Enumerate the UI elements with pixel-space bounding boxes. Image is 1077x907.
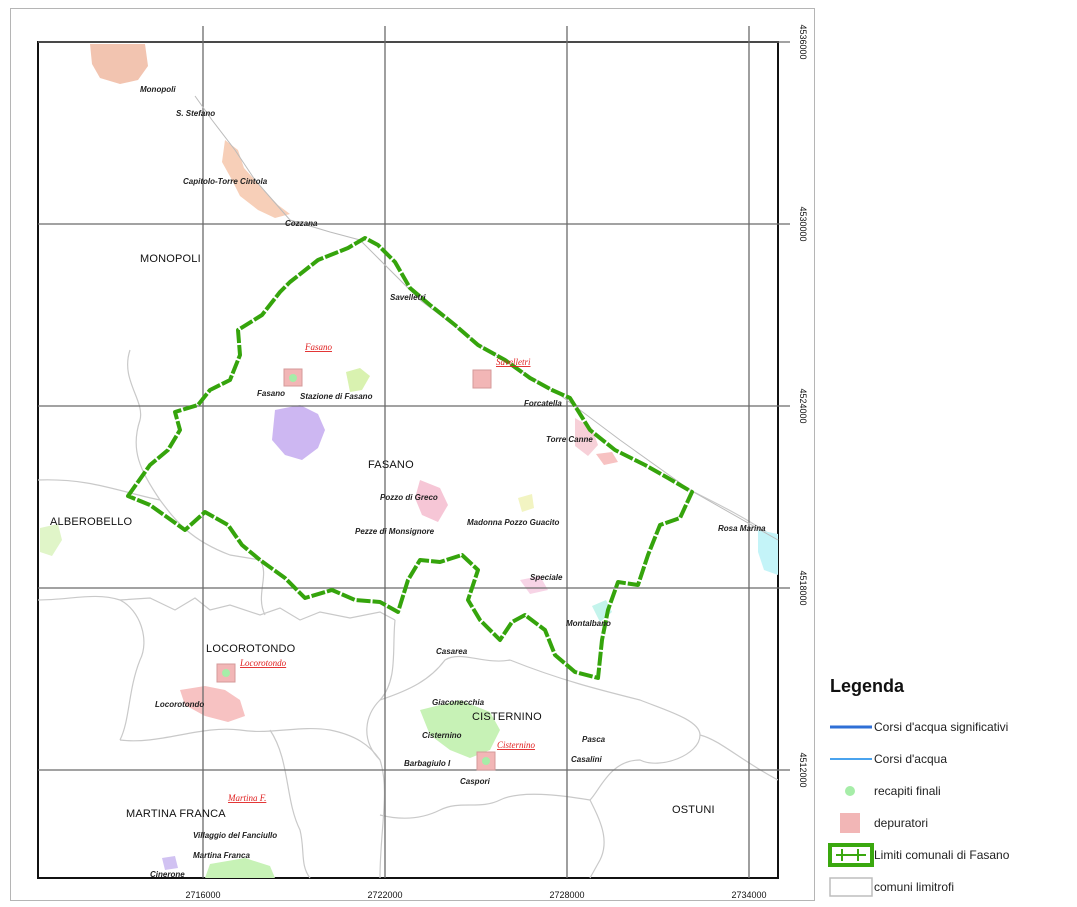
place-label: Villaggio del Fanciullo	[193, 831, 277, 840]
river-line-icon	[828, 747, 874, 771]
depuratore-savelletri	[472, 369, 492, 389]
place-label: Stazione di Fasano	[300, 392, 373, 401]
plant-label: Locorotondo	[239, 658, 287, 668]
legend: Legenda Corsi d'acqua significativi Cors…	[828, 676, 1073, 903]
municipality-labels: MONOPOLI FASANO ALBEROBELLO LOCOROTONDO …	[50, 253, 715, 820]
place-label: Capitolo-Torre Cintola	[183, 177, 268, 186]
legend-label: recapiti finali	[874, 784, 941, 798]
pink-square-icon	[828, 811, 874, 835]
legend-label: Limiti comunali di Fasano	[874, 848, 1010, 862]
river-major-line-icon	[828, 715, 874, 739]
y-tick-label: 4512000	[798, 752, 808, 787]
recapito-locorotondo	[222, 669, 230, 677]
map-frame	[10, 8, 815, 901]
x-tick-label: 2722000	[367, 890, 402, 900]
x-tick-label: 2734000	[731, 890, 766, 900]
place-label: Cisternino	[422, 731, 462, 740]
x-tick-label: 2728000	[549, 890, 584, 900]
municipality-label: CISTERNINO	[472, 711, 542, 723]
place-label: Fasano	[257, 389, 285, 398]
y-tick-label: 4518000	[798, 570, 808, 605]
place-label: Savelletri	[390, 293, 426, 302]
place-labels: Monopoli S. Stefano Capitolo-Torre Cinto…	[140, 85, 766, 879]
place-label: Caspori	[460, 777, 491, 786]
legend-label: Corsi d'acqua significativi	[874, 720, 1009, 734]
plant-label: Martina F.	[227, 793, 266, 803]
place-label: Montalbano	[566, 619, 611, 628]
plant-label: Cisternino	[497, 740, 536, 750]
green-dot-icon	[828, 779, 874, 803]
municipality-label: MONOPOLI	[140, 253, 201, 265]
plants-layer	[216, 368, 496, 771]
place-label: Martina Franca	[193, 851, 250, 860]
place-label: Monopoli	[140, 85, 176, 94]
place-label: S. Stefano	[176, 109, 215, 118]
municipality-label: ALBEROBELLO	[50, 516, 133, 528]
place-label: Pozzo di Greco	[380, 493, 438, 502]
place-label: Torre Canne	[546, 435, 593, 444]
plant-label: Savelletri	[496, 357, 531, 367]
legend-item: recapiti finali	[828, 775, 1073, 807]
place-label: Barbagiulo I	[404, 759, 451, 768]
municipality-label: MARTINA FRANCA	[126, 808, 226, 820]
recapito-cisternino	[482, 757, 490, 765]
place-label: Giaconecchia	[432, 698, 485, 707]
place-label: Pezze di Monsignore	[355, 527, 435, 536]
fasano-boundary	[126, 236, 694, 680]
place-label: Pasca	[582, 735, 606, 744]
legend-item: Corsi d'acqua significativi	[828, 711, 1073, 743]
x-tick-label: 2716000	[185, 890, 220, 900]
place-label: Rosa Marina	[718, 524, 766, 533]
y-tick-labels: 4536000 4530000 4524000 4518000 4512000	[798, 24, 808, 787]
legend-item: Limiti comunali di Fasano	[828, 839, 1073, 871]
place-label: Casalini	[571, 755, 602, 764]
urban-areas	[40, 44, 778, 878]
gray-outline-box-icon	[828, 875, 874, 899]
legend-label: Corsi d'acqua	[874, 752, 947, 766]
green-boundary-icon	[828, 843, 874, 867]
plant-label: Fasano	[304, 342, 333, 352]
municipality-label: FASANO	[368, 459, 414, 471]
place-label: Cinerone	[150, 870, 185, 879]
place-label: Forcatella	[524, 399, 562, 408]
x-tick-labels: 2716000 2722000 2728000 2734000	[185, 890, 766, 900]
y-tick-label: 4536000	[798, 24, 808, 59]
legend-item: Corsi d'acqua	[828, 743, 1073, 775]
place-label: Casarea	[436, 647, 468, 656]
neighbour-boundaries	[37, 349, 779, 879]
place-label: Speciale	[530, 573, 563, 582]
legend-item: depuratori	[828, 807, 1073, 839]
municipality-label: OSTUNI	[672, 804, 715, 816]
legend-label: comuni limitrofi	[874, 880, 955, 894]
place-label: Locorotondo	[155, 700, 204, 709]
plant-labels: Fasano Savelletri Locorotondo Cisternino…	[227, 342, 536, 803]
recapito-fasano	[289, 374, 297, 382]
graticule	[38, 26, 790, 878]
place-label: Cozzana	[285, 219, 318, 228]
place-label: Madonna Pozzo Guacito	[467, 518, 560, 527]
y-tick-label: 4530000	[798, 206, 808, 241]
municipality-label: LOCOROTONDO	[206, 643, 296, 655]
legend-label: depuratori	[874, 816, 929, 830]
legend-item: comuni limitrofi	[828, 871, 1073, 903]
legend-title: Legenda	[830, 676, 905, 696]
y-tick-label: 4524000	[798, 388, 808, 423]
